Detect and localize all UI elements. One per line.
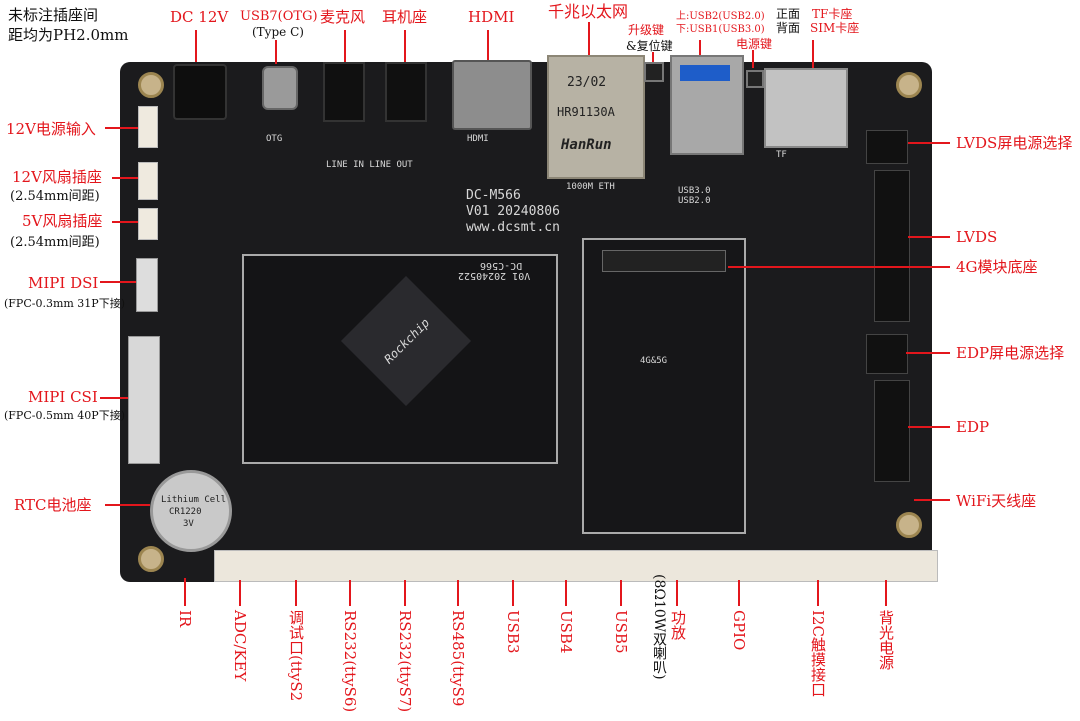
label-csi: MIPI CSI (28, 388, 98, 406)
label-hdmi: HDMI (468, 8, 515, 26)
label-fan12: 12V风扇插座 (12, 168, 102, 186)
dsi-fpc (136, 258, 158, 312)
label-rs485: RS485(ttyS9 (449, 610, 467, 707)
lvds-header (874, 170, 910, 322)
label-front: 正面 (776, 7, 801, 21)
label-adc: ADC/KEY (231, 610, 249, 682)
cell-line3: 3V (183, 519, 194, 529)
usb-silk-2: USB2.0 (678, 196, 711, 206)
label-power-key: 电源键 (736, 37, 773, 51)
label-edp: EDP (956, 418, 990, 436)
eth-speed: 1000M ETH (566, 182, 615, 192)
label-i2c: I2C触摸接口 (809, 610, 827, 697)
module-4g-socket (582, 238, 746, 534)
label-4g-module: 4G模块底座 (956, 258, 1038, 276)
label-lvds-power: LVDS屏电源选择 (956, 134, 1073, 152)
label-debug: 调试口(ttyS2 (287, 610, 305, 702)
eth-brand: HanRun (561, 137, 612, 153)
power-header (138, 106, 158, 148)
label-dsi: MIPI DSI (28, 274, 99, 292)
mount-hole-br (896, 512, 922, 538)
mic-jack (323, 62, 365, 122)
fan5-header (138, 208, 158, 240)
label-ethernet: 千兆以太网 (548, 2, 629, 21)
pitch-note-line2: 距均为PH2.0mm (8, 26, 129, 44)
label-csi-sub: (FPC-0.5mm 40P下接) (4, 409, 125, 422)
csi-fpc (128, 336, 160, 464)
label-upgrade: 升级键 (628, 23, 665, 37)
label-gpio: GPIO (730, 610, 748, 651)
cell-line2: CR1220 (169, 507, 202, 517)
label-backlight: 背光电源 (877, 610, 895, 670)
label-rtc: RTC电池座 (14, 496, 92, 514)
cell-line1: Lithium Cell (161, 495, 227, 505)
earphone-jack (385, 62, 427, 122)
line-silk: LINE IN LINE OUT (326, 160, 413, 170)
ethernet-port: 23/02 HR91130A HanRun (547, 55, 645, 179)
rtc-battery: Lithium Cell CR1220 3V (150, 470, 232, 552)
label-usb7-sub: (Type C) (252, 25, 304, 39)
label-ir: IR (176, 610, 194, 628)
label-fan12-sub: (2.54mm间距) (10, 189, 100, 204)
label-back: 背面 (776, 21, 801, 35)
eth-date: 23/02 (567, 75, 607, 90)
otg-silk: OTG (266, 134, 283, 144)
board-site: www.dcsmt.cn (466, 220, 560, 235)
label-sim: SIM卡座 (810, 21, 860, 35)
tf-silk: TF (776, 150, 787, 160)
label-usb4: USB4 (557, 610, 575, 654)
label-amp: 功放 (669, 610, 687, 640)
upgrade-button[interactable] (644, 62, 664, 82)
label-usb-top: 上:USB2(USB2.0) (676, 11, 765, 22)
hdmi-port (452, 60, 532, 130)
label-mic: 麦克风 (320, 8, 366, 26)
usb-a-stack (670, 55, 744, 155)
power-button[interactable] (746, 70, 764, 88)
label-usb7: USB7(OTG) (240, 9, 318, 24)
edp-power-jumper (866, 334, 908, 374)
label-amp-sub: (8Ω10W双喇叭) (651, 574, 667, 680)
hdmi-silk: HDMI (467, 134, 489, 144)
label-tf: TF卡座 (812, 7, 853, 21)
label-usb-bottom: 下:USB1(USB3.0) (676, 24, 765, 35)
pitch-note-line1: 未标注插座间 (8, 6, 99, 24)
fan12-header (138, 162, 158, 200)
bottom-header-strip (214, 550, 938, 582)
label-fan5-sub: (2.54mm间距) (10, 235, 100, 250)
edp-header (874, 380, 910, 482)
usb-c-port (262, 66, 298, 110)
label-rs232a: RS232(ttyS6) (341, 610, 359, 713)
label-earphone: 耳机座 (382, 8, 428, 26)
label-fan5: 5V风扇插座 (22, 212, 103, 230)
label-edp-power: EDP屏电源选择 (956, 344, 1065, 362)
label-wifi: WiFi天线座 (956, 492, 1037, 510)
dc-jack (173, 64, 227, 120)
tf-sim-slot (764, 68, 848, 148)
eth-part: HR91130A (557, 105, 615, 119)
label-power-in: 12V电源输入 (6, 120, 96, 138)
label-reset: &复位键 (626, 39, 673, 53)
mount-hole-tr (896, 72, 922, 98)
mount-hole-tl (138, 72, 164, 98)
usb-silk-1: USB3.0 (678, 186, 711, 196)
label-usb5: USB5 (612, 610, 630, 654)
mount-hole-bl (138, 546, 164, 572)
label-dsi-sub: (FPC-0.3mm 31P下接) (4, 297, 125, 310)
label-lvds: LVDS (956, 228, 998, 246)
board-model: DC-M566 (466, 188, 521, 203)
lvds-power-jumper (866, 130, 908, 164)
label-rs232b: RS232(ttyS7) (396, 610, 414, 713)
board-version: V01 20240806 (466, 204, 560, 219)
label-dc12v: DC 12V (170, 8, 229, 26)
label-usb3: USB3 (504, 610, 522, 654)
module-silk: 4G&5G (640, 356, 668, 366)
